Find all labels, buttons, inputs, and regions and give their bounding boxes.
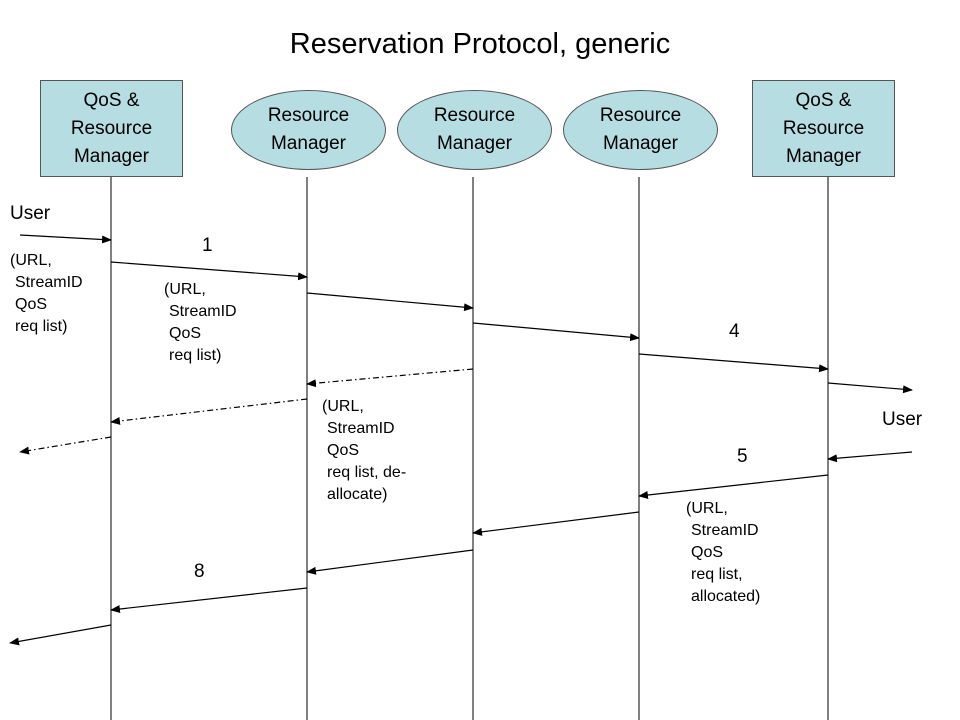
message-line: req list, de-	[327, 464, 407, 481]
entity-line: Manager	[785, 145, 861, 167]
resource-manager-1: Resource Manager	[231, 90, 386, 170]
step-label-5: 5	[737, 446, 748, 467]
arrow-user-in	[19, 234, 112, 244]
arrow-reply-4	[110, 587, 308, 613]
message-label-allocated: (URL, StreamID QoS req list, allocated)	[686, 498, 760, 608]
arrow-request-1	[110, 261, 308, 281]
user-label-left: User	[10, 203, 51, 224]
entity-line: Resource	[433, 105, 516, 126]
message-line: StreamID	[327, 420, 395, 437]
arrow-request-4	[638, 353, 829, 373]
entity-line: QoS &	[795, 89, 852, 111]
message-line: allocated)	[691, 588, 761, 605]
step-label-4: 4	[729, 321, 740, 342]
entity-line: Resource	[599, 105, 682, 126]
arrow-request-2	[306, 292, 474, 312]
entity-line: Manager	[270, 133, 346, 154]
step-label-1: 1	[202, 235, 213, 256]
entity-line: Resource	[267, 105, 350, 126]
entity-line: Resource	[70, 117, 153, 139]
qos-resource-manager-left: QoS & Resource Manager	[40, 80, 183, 177]
message-line: StreamID	[15, 274, 83, 291]
arrow-user-out	[827, 382, 913, 394]
message-line: QoS	[691, 544, 724, 561]
message-line: StreamID	[691, 522, 759, 539]
user-label-right: User	[882, 409, 923, 430]
message-label-deallocate: (URL, StreamID QoS req list, de- allocat…	[322, 396, 406, 506]
message-line: req list,	[691, 566, 743, 583]
arrow-request-3	[472, 322, 640, 342]
arrow-reply-3	[306, 549, 474, 575]
message-line: (URL,	[322, 398, 364, 415]
message-line: req list)	[169, 347, 222, 364]
message-label-request-mid: (URL, StreamID QoS req list)	[164, 279, 237, 367]
entity-line: Manager	[602, 133, 678, 154]
arrow-reply-5	[9, 624, 112, 646]
arrow-reply-1	[638, 474, 829, 499]
arrow-deallocate-2	[110, 398, 308, 425]
arrow-user-reply	[827, 451, 913, 463]
message-line: (URL,	[10, 252, 52, 269]
message-line: QoS	[327, 442, 360, 459]
entity-line: Resource	[782, 117, 865, 139]
arrow-reply-2	[472, 511, 640, 536]
step-label-8: 8	[194, 561, 205, 582]
entity-line: Manager	[436, 133, 512, 154]
message-line: allocate)	[327, 486, 388, 503]
arrow-deallocate-1	[306, 368, 474, 388]
message-line: (URL,	[164, 281, 206, 298]
message-line: (URL,	[686, 500, 728, 517]
resource-manager-3: Resource Manager	[563, 90, 718, 170]
message-line: QoS	[15, 296, 48, 313]
message-line: req list)	[15, 318, 68, 335]
message-line: QoS	[169, 325, 202, 342]
qos-resource-manager-right: QoS & Resource Manager	[752, 80, 895, 177]
arrow-deallocate-3	[19, 436, 112, 455]
message-label-request-left: (URL, StreamID QoS req list)	[10, 250, 83, 338]
resource-manager-2: Resource Manager	[397, 90, 552, 170]
message-line: StreamID	[169, 303, 237, 320]
entity-line: QoS &	[83, 89, 140, 111]
entity-line: Manager	[73, 145, 149, 167]
diagram-title: Reservation Protocol, generic	[289, 28, 671, 60]
